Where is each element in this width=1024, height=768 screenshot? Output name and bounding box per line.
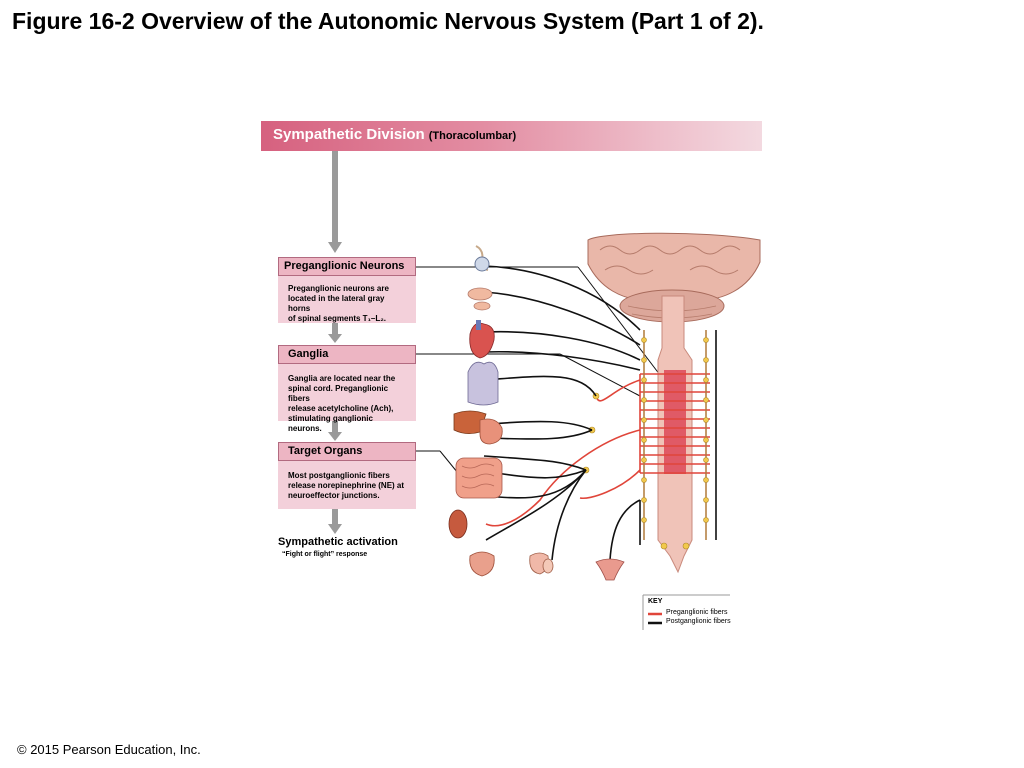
step-heading-preganglionic: Preganglionic Neurons <box>278 257 416 276</box>
step-body-line: release norepinephrine (NE) at <box>288 481 405 490</box>
organ-kidney <box>448 509 468 539</box>
sympathetic-division-banner: Sympathetic Division(Thoracolumbar) <box>261 121 762 151</box>
organ-bladder <box>469 551 495 577</box>
step-body-line: spinal cord. Preganglionic fibers <box>288 384 389 403</box>
brain-illustration <box>587 232 761 323</box>
step-body-line: located in the lateral gray horns <box>288 294 385 313</box>
key-label-preganglionic: Preganglionic fibers <box>666 609 728 616</box>
step-body-line: Preganglionic neurons are <box>288 284 389 293</box>
flow-arrow <box>328 151 342 534</box>
key-label-postganglionic: Postganglionic fibers <box>666 618 731 625</box>
box-connector-lines <box>416 266 661 479</box>
spinal-cord <box>657 295 693 574</box>
step-body-line: release acetylcholine (Ach), <box>288 404 394 413</box>
organ-intestines <box>455 457 503 499</box>
organ-salivary-glands <box>467 287 493 311</box>
organ-liver-stomach <box>453 410 503 445</box>
step-body-target-organs: Most postganglionic fibers release norep… <box>278 461 416 509</box>
banner-title: Sympathetic Division(Thoracolumbar) <box>273 126 517 143</box>
organ-genitalia-male <box>529 552 554 575</box>
step-heading-target-organs: Target Organs <box>278 442 416 461</box>
banner-subtitle: (Thoracolumbar) <box>428 130 517 142</box>
chain-ganglia <box>582 337 709 550</box>
figure-title: Figure 16-2 Overview of the Autonomic Ne… <box>12 8 764 34</box>
organ-genitalia-female <box>595 558 625 581</box>
step-body-ganglia: Ganglia are located near the spinal cord… <box>278 364 416 433</box>
sympathetic-chain <box>643 330 707 540</box>
step-body-line: neuroeffector junctions. <box>288 491 380 500</box>
step-body-preganglionic: Preganglionic neurons are located in the… <box>278 276 416 323</box>
step-body-line: of spinal segments T₁–L₂. <box>288 314 386 323</box>
step-body-line: Most postganglionic fibers <box>288 471 390 480</box>
organ-eye <box>474 245 490 272</box>
step-body-line: Ganglia are located near the <box>288 374 396 383</box>
key-frame <box>642 594 730 630</box>
step-body-line: stimulating ganglionic neurons. <box>288 414 373 433</box>
organ-heart <box>469 320 495 359</box>
fight-or-flight-label: “Fight or flight” response <box>282 551 368 558</box>
key-title: KEY <box>648 598 663 605</box>
postganglionic-fibers <box>483 265 717 561</box>
copyright-notice: © 2015 Pearson Education, Inc. <box>17 742 201 757</box>
sympathetic-activation-heading: Sympathetic activation <box>278 536 398 548</box>
organ-lungs <box>467 361 499 406</box>
step-heading-ganglia: Ganglia <box>278 345 416 364</box>
